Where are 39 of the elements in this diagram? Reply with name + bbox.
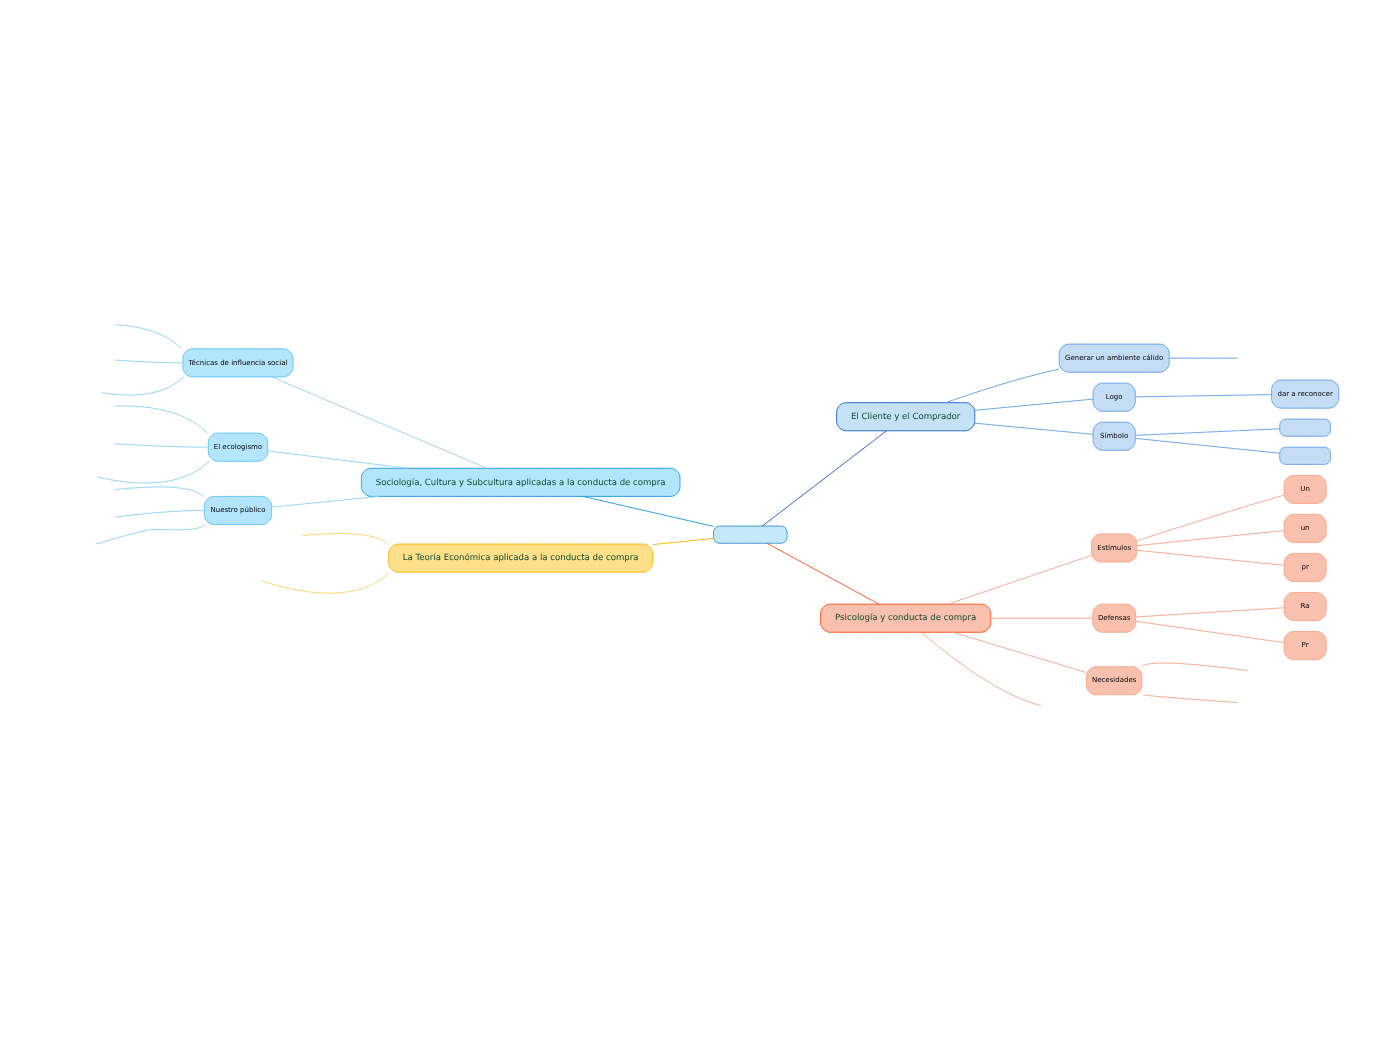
connector — [260, 570, 390, 593]
connector — [990, 616, 1094, 618]
connector — [267, 449, 408, 468]
connector — [766, 541, 880, 604]
connector — [1136, 529, 1285, 546]
connector — [271, 375, 488, 468]
connector — [974, 397, 1094, 410]
connector — [652, 536, 714, 545]
connector — [947, 554, 1092, 604]
connector — [96, 459, 210, 483]
connector — [301, 532, 389, 544]
connector — [1136, 493, 1285, 541]
node-box — [1279, 445, 1331, 464]
connector — [114, 323, 183, 349]
connector — [114, 358, 183, 363]
node-box — [1279, 417, 1331, 436]
connector — [100, 375, 184, 395]
connector — [1135, 393, 1272, 397]
connector — [952, 630, 1087, 672]
connector — [974, 421, 1094, 434]
connector — [1135, 606, 1285, 617]
connector — [1135, 436, 1281, 453]
connector — [1136, 548, 1285, 565]
connector — [582, 494, 714, 526]
node-box — [713, 524, 788, 543]
connector — [114, 509, 205, 517]
connector — [114, 404, 208, 433]
connector — [95, 523, 206, 544]
connector — [114, 442, 208, 447]
connector — [271, 494, 380, 507]
connector — [1135, 619, 1285, 643]
connector — [1141, 661, 1248, 670]
connector — [761, 429, 887, 526]
connector — [945, 367, 1060, 403]
connector — [1169, 356, 1238, 358]
connector — [114, 485, 205, 496]
connector — [921, 631, 1042, 706]
connector — [1135, 427, 1281, 435]
connector — [1142, 693, 1238, 703]
